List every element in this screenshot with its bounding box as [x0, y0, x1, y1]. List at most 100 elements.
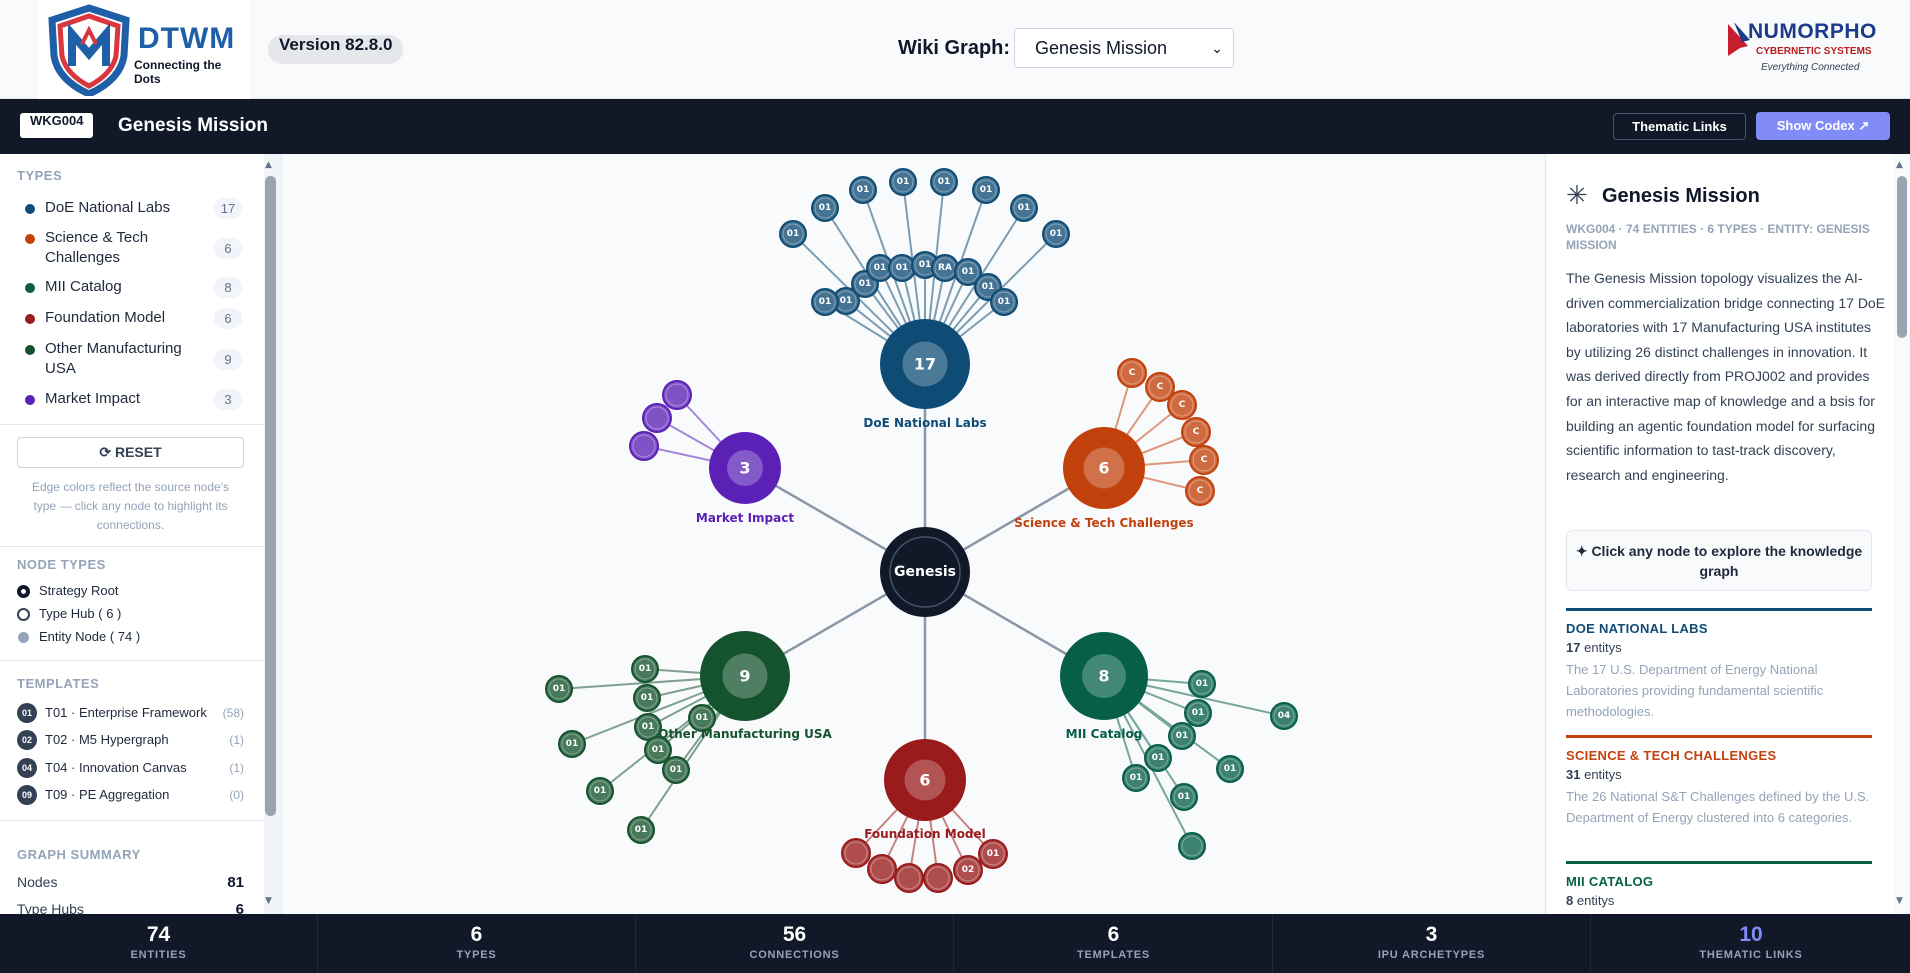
entity-node-circle[interactable] — [1117, 358, 1147, 388]
entity-node-circle[interactable] — [644, 736, 672, 764]
entity-node-doe[interactable]: 01 — [1042, 220, 1070, 248]
entity-node-stc[interactable]: C — [1181, 417, 1211, 447]
entity-node-doe[interactable]: 01 — [811, 288, 839, 316]
entity-node-doe[interactable]: 01 — [811, 194, 839, 222]
entity-node-omu[interactable]: 01 — [627, 816, 655, 844]
entity-node-omu[interactable]: 01 — [662, 756, 690, 784]
details-section-mii[interactable]: MII CATALOG 8 entitys — [1566, 861, 1872, 908]
entity-node-doe[interactable]: 01 — [849, 176, 877, 204]
entity-node-circle[interactable] — [990, 288, 1018, 316]
entity-node-circle[interactable] — [1167, 390, 1197, 420]
entity-node-circle[interactable] — [662, 756, 690, 784]
entity-node-doe[interactable]: 01 — [954, 258, 982, 286]
entity-node-circle[interactable] — [1010, 194, 1038, 222]
entity-node-mii[interactable] — [1178, 832, 1206, 860]
entity-node-doe[interactable]: 01 — [888, 254, 916, 282]
entity-node-circle[interactable] — [978, 839, 1008, 869]
details-section-doe[interactable]: DOE NATIONAL LABS 17 entitys The 17 U.S.… — [1566, 608, 1872, 722]
wiki-graph-select[interactable]: Genesis Mission ⌄ — [1014, 28, 1234, 68]
details-scroll-thumb[interactable] — [1897, 176, 1907, 338]
entity-node-mii[interactable]: 01 — [1122, 764, 1150, 792]
entity-node-stc[interactable]: C — [1145, 372, 1175, 402]
entity-node-circle[interactable] — [1168, 722, 1196, 750]
entity-node-fm[interactable] — [923, 863, 953, 893]
entity-node-circle[interactable] — [953, 855, 983, 885]
entity-node-circle[interactable] — [849, 176, 877, 204]
type-item-other-manufacturing-usa[interactable]: Other Manufacturing USA 9 — [17, 339, 242, 379]
template-item-t09[interactable]: 09 T09 · PE Aggregation (0) — [17, 785, 244, 805]
entity-node-circle[interactable] — [779, 220, 807, 248]
type-item-science-tech-challenges[interactable]: Science & Tech Challenges 6 — [17, 228, 242, 268]
entity-node-omu[interactable]: 01 — [558, 730, 586, 758]
entity-node-mi[interactable] — [662, 380, 692, 410]
scroll-down-arrow-icon[interactable]: ▼ — [265, 896, 272, 906]
dtwm-logo[interactable]: DTWM Connecting the Dots — [38, 0, 250, 99]
entity-node-omu[interactable]: 01 — [631, 655, 659, 683]
entity-node-mii[interactable]: 01 — [1188, 670, 1216, 698]
entity-node-circle[interactable] — [972, 176, 1000, 204]
entity-node-stc[interactable]: C — [1189, 445, 1219, 475]
entity-node-stc[interactable]: C — [1117, 358, 1147, 388]
entity-node-stc[interactable]: C — [1185, 476, 1215, 506]
entity-node-mii[interactable]: 04 — [1270, 702, 1298, 730]
entity-node-circle[interactable] — [1181, 417, 1211, 447]
entity-node-circle[interactable] — [923, 863, 953, 893]
entity-node-circle[interactable] — [1178, 832, 1206, 860]
entity-node-circle[interactable] — [1185, 476, 1215, 506]
entity-node-circle[interactable] — [586, 777, 614, 805]
entity-node-circle[interactable] — [633, 684, 661, 712]
root-circle[interactable] — [880, 527, 970, 617]
scroll-up-arrow-icon[interactable]: ▲ — [1896, 160, 1903, 170]
entity-node-stc[interactable]: C — [1167, 390, 1197, 420]
scroll-up-arrow-icon[interactable]: ▲ — [265, 160, 272, 170]
entity-node-omu[interactable]: 01 — [688, 704, 716, 732]
thematic-links-button[interactable]: Thematic Links — [1613, 113, 1746, 140]
entity-node-mi[interactable] — [642, 403, 672, 433]
type-item-mii-catalog[interactable]: MII Catalog 8 — [17, 277, 242, 299]
entity-node-circle[interactable] — [688, 704, 716, 732]
entity-node-circle[interactable] — [1184, 699, 1212, 727]
entity-node-circle[interactable] — [889, 168, 917, 196]
entity-node-doe[interactable]: 01 — [889, 168, 917, 196]
numorpho-logo[interactable]: NUMORPHO CYBERNETIC SYSTEMS Everything C… — [1726, 18, 1886, 78]
entity-node-doe[interactable]: 01 — [990, 288, 1018, 316]
entity-node-circle[interactable] — [662, 380, 692, 410]
entity-node-circle[interactable] — [629, 431, 659, 461]
entity-node-doe[interactable]: 01 — [930, 168, 958, 196]
type-item-foundation-model[interactable]: Foundation Model 6 — [17, 308, 242, 330]
entity-node-mii[interactable]: 01 — [1168, 722, 1196, 750]
reset-button[interactable]: ⟳ RESET — [17, 437, 244, 468]
entity-node-fm[interactable] — [894, 863, 924, 893]
entity-node-doe[interactable]: 01 — [972, 176, 1000, 204]
entity-node-circle[interactable] — [811, 288, 839, 316]
strategy-root-node[interactable]: Genesis — [880, 527, 970, 617]
entity-node-circle[interactable] — [1188, 670, 1216, 698]
type-item-doe-national-labs[interactable]: DoE National Labs 17 — [17, 198, 242, 220]
details-section-stc[interactable]: SCIENCE & TECH CHALLENGES 31 entitys The… — [1566, 735, 1872, 828]
entity-node-circle[interactable] — [631, 655, 659, 683]
entity-node-fm[interactable] — [841, 838, 871, 868]
entity-node-circle[interactable] — [1189, 445, 1219, 475]
entity-node-circle[interactable] — [1042, 220, 1070, 248]
entity-node-circle[interactable] — [627, 816, 655, 844]
entity-node-circle[interactable] — [930, 168, 958, 196]
entity-node-circle[interactable] — [634, 713, 662, 741]
entity-node-fm[interactable] — [867, 854, 897, 884]
entity-node-circle[interactable] — [894, 863, 924, 893]
details-scrollbar[interactable] — [1893, 154, 1910, 914]
entity-node-circle[interactable] — [954, 258, 982, 286]
scroll-down-arrow-icon[interactable]: ▼ — [1896, 896, 1903, 906]
entity-node-circle[interactable] — [811, 194, 839, 222]
entity-node-circle[interactable] — [1122, 764, 1150, 792]
entity-node-doe[interactable]: RA — [931, 254, 959, 282]
template-item-t01[interactable]: 01 T01 · Enterprise Framework (58) — [17, 703, 244, 723]
show-codex-button[interactable]: Show Codex ↗ — [1756, 112, 1890, 140]
entity-node-circle[interactable] — [1170, 783, 1198, 811]
entity-node-omu[interactable]: 01 — [586, 777, 614, 805]
entity-node-omu[interactable]: 01 — [644, 736, 672, 764]
